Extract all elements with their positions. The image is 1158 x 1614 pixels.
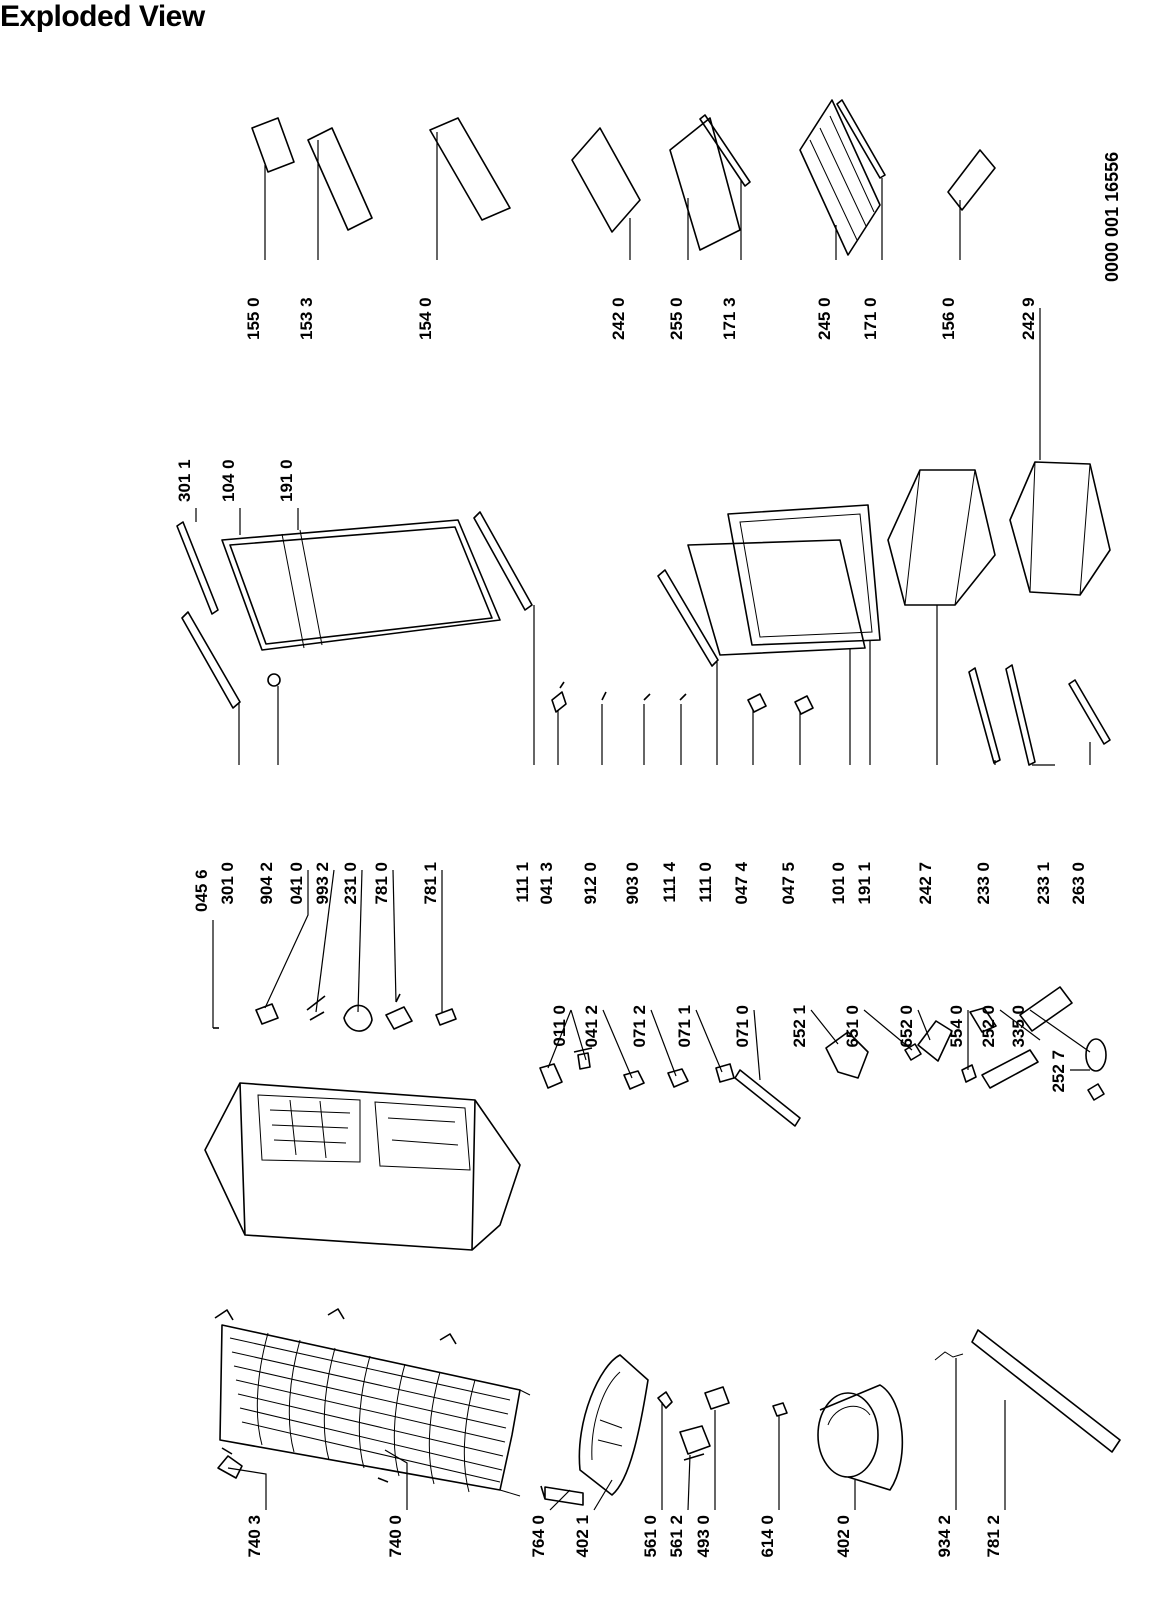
part-label: 651 0	[843, 1005, 862, 1048]
part-label: 561 2	[667, 1515, 686, 1558]
part-label: 242 9	[1019, 297, 1038, 340]
part-label: 154 0	[416, 297, 435, 340]
part-label: 263 0	[1069, 862, 1088, 905]
part-label: 781 1	[421, 862, 440, 905]
part-label: 781 0	[372, 862, 391, 905]
part-label: 740 0	[386, 1515, 405, 1558]
part-label: 171 3	[720, 297, 739, 340]
part-label: 993 2	[313, 862, 332, 905]
part-label: 171 0	[861, 297, 880, 340]
part-label: 153 3	[297, 297, 316, 340]
part-label: 301 1	[175, 459, 194, 502]
leader-lines	[195, 132, 1091, 1511]
part-label: 111 4	[660, 861, 679, 902]
part-label: 301 0	[218, 862, 237, 905]
part-label: 904 2	[257, 862, 276, 905]
part-label: 111 1	[513, 862, 532, 903]
part-label: 493 0	[694, 1515, 713, 1558]
part-label: 156 0	[939, 297, 958, 340]
part-label: 071 0	[733, 1005, 752, 1048]
part-label: 242 0	[609, 297, 628, 340]
fridge-door-illustration	[687, 504, 881, 656]
part-label: 402 0	[834, 1515, 853, 1558]
part-label: 045 6	[192, 869, 211, 912]
part-label: 242 7	[916, 862, 935, 905]
part-label: 233 1	[1034, 862, 1053, 905]
part-label: 554 0	[947, 1005, 966, 1048]
part-label: 764 0	[529, 1515, 548, 1558]
part-label: 614 0	[758, 1515, 777, 1558]
part-label: 231 0	[341, 862, 360, 905]
part-label: 041 3	[537, 862, 556, 905]
part-label: 252 7	[1049, 1050, 1068, 1093]
page-title: Exploded View	[0, 0, 205, 33]
part-label: 111 0	[696, 862, 715, 903]
part-label: 903 0	[623, 862, 642, 905]
part-label: 047 5	[779, 862, 798, 905]
part-label: 071 2	[630, 1005, 649, 1048]
part-label: 402 1	[573, 1515, 592, 1558]
part-label: 233 0	[974, 862, 993, 905]
part-label: 071 1	[675, 1005, 694, 1048]
part-label: 255 0	[667, 297, 686, 340]
part-label: 912 0	[581, 862, 600, 905]
part-label: 041 0	[287, 862, 306, 905]
part-label: 191 1	[855, 862, 874, 905]
freezer-door-illustration	[221, 519, 501, 651]
part-label: 252 1	[790, 1005, 809, 1048]
part-label: 934 2	[935, 1515, 954, 1558]
part-label: 561 0	[641, 1515, 660, 1558]
part-label: 335 0	[1009, 1005, 1028, 1048]
part-label: 740 3	[245, 1515, 264, 1558]
part-label: 252 0	[979, 1005, 998, 1048]
part-label: 652 0	[897, 1005, 916, 1048]
part-label: 104 0	[219, 459, 238, 502]
condenser-coil-illustration	[214, 1308, 531, 1497]
part-label: 781 2	[984, 1515, 1003, 1558]
part-label: 155 0	[244, 297, 263, 340]
drawing-code: 0000 001 16556	[1102, 152, 1122, 282]
cabinet-illustration	[204, 1082, 521, 1251]
part-label: 101 0	[829, 862, 848, 905]
part-label: 041 2	[582, 1005, 601, 1048]
part-label: 011 0	[550, 1005, 569, 1047]
part-label: 047 4	[732, 861, 751, 904]
part-label: 245 0	[815, 297, 834, 340]
part-label: 191 0	[277, 459, 296, 502]
part-illustrations	[176, 99, 1121, 1506]
